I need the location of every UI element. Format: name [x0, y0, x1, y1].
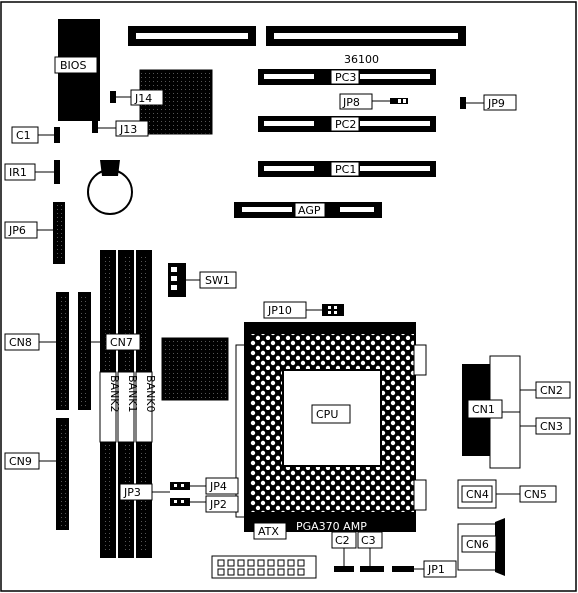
jp10-jumper [322, 304, 344, 316]
cn2-label: CN2 [540, 384, 563, 397]
jp9-label: JP9 [487, 97, 505, 110]
jp4-label: JP4 [209, 480, 227, 493]
c2-label: C2 [335, 534, 350, 547]
jp2-label: JP2 [209, 498, 227, 511]
jp4-jumper [170, 482, 190, 490]
cn3-label: CN3 [540, 420, 563, 433]
cn2-connector [489, 355, 521, 413]
jp1-jumper [392, 566, 414, 572]
c3-label: C3 [361, 534, 376, 547]
pc1-label: PC1 [335, 163, 356, 176]
j13-jumper [92, 121, 98, 133]
c1-label: C1 [16, 129, 31, 142]
cn3-connector [489, 411, 521, 469]
j14-jumper [110, 91, 116, 103]
dimm-bank-0 [135, 250, 153, 558]
jp2-jumper [170, 498, 190, 506]
sw1-label: SW1 [205, 274, 230, 287]
cn7-label: CN7 [110, 336, 133, 349]
pci-slot-pc3: PC3 [258, 69, 436, 85]
cn9-label: CN9 [9, 455, 32, 468]
bank1-label: BANK1 [126, 375, 139, 413]
pc3-label: PC3 [335, 71, 356, 84]
cn8-label: CN8 [9, 336, 32, 349]
cpu-label: CPU [316, 408, 338, 421]
jp6-label: JP6 [8, 224, 26, 237]
dimm-bank-2 [99, 250, 117, 558]
cpu-label-box [311, 404, 351, 424]
bank2-label: BANK2 [108, 375, 121, 413]
agp-slot: AGP [234, 202, 382, 218]
cn4-label: CN4 [466, 488, 489, 501]
bios-label: BIOS [60, 59, 86, 72]
cn5-label: CN5 [524, 488, 547, 501]
jp8-label: JP8 [342, 96, 360, 109]
jp9-jumper [460, 97, 466, 109]
jp10-label: JP10 [267, 304, 292, 317]
cn1-label: CN1 [472, 403, 495, 416]
jp3-label: JP3 [123, 486, 141, 499]
bank0-label: BANK0 [144, 375, 157, 413]
battery [87, 169, 133, 215]
pci-slot-pc2: PC2 [258, 116, 436, 132]
ir1-connector [54, 160, 60, 184]
jp1-label: JP1 [427, 563, 445, 576]
c2-connector [334, 566, 354, 572]
dimm-bank-1 [117, 250, 135, 558]
pci-slot-pc1: PC1 [258, 161, 436, 177]
agp-label: AGP [298, 204, 321, 217]
board-model-label: 36100 [344, 53, 379, 66]
chipset-north [139, 69, 213, 135]
atx-label: ATX [258, 525, 279, 538]
ir1-label: IR1 [9, 166, 27, 179]
j13-label: J13 [119, 123, 137, 136]
c3-connector [360, 566, 384, 572]
socket-label: PGA370 AMP [296, 520, 367, 533]
chipset-south [161, 337, 229, 401]
c1-connector [54, 127, 60, 143]
cn6-label: CN6 [466, 538, 489, 551]
j14-label: J14 [134, 92, 152, 105]
pc2-label: PC2 [335, 118, 356, 131]
